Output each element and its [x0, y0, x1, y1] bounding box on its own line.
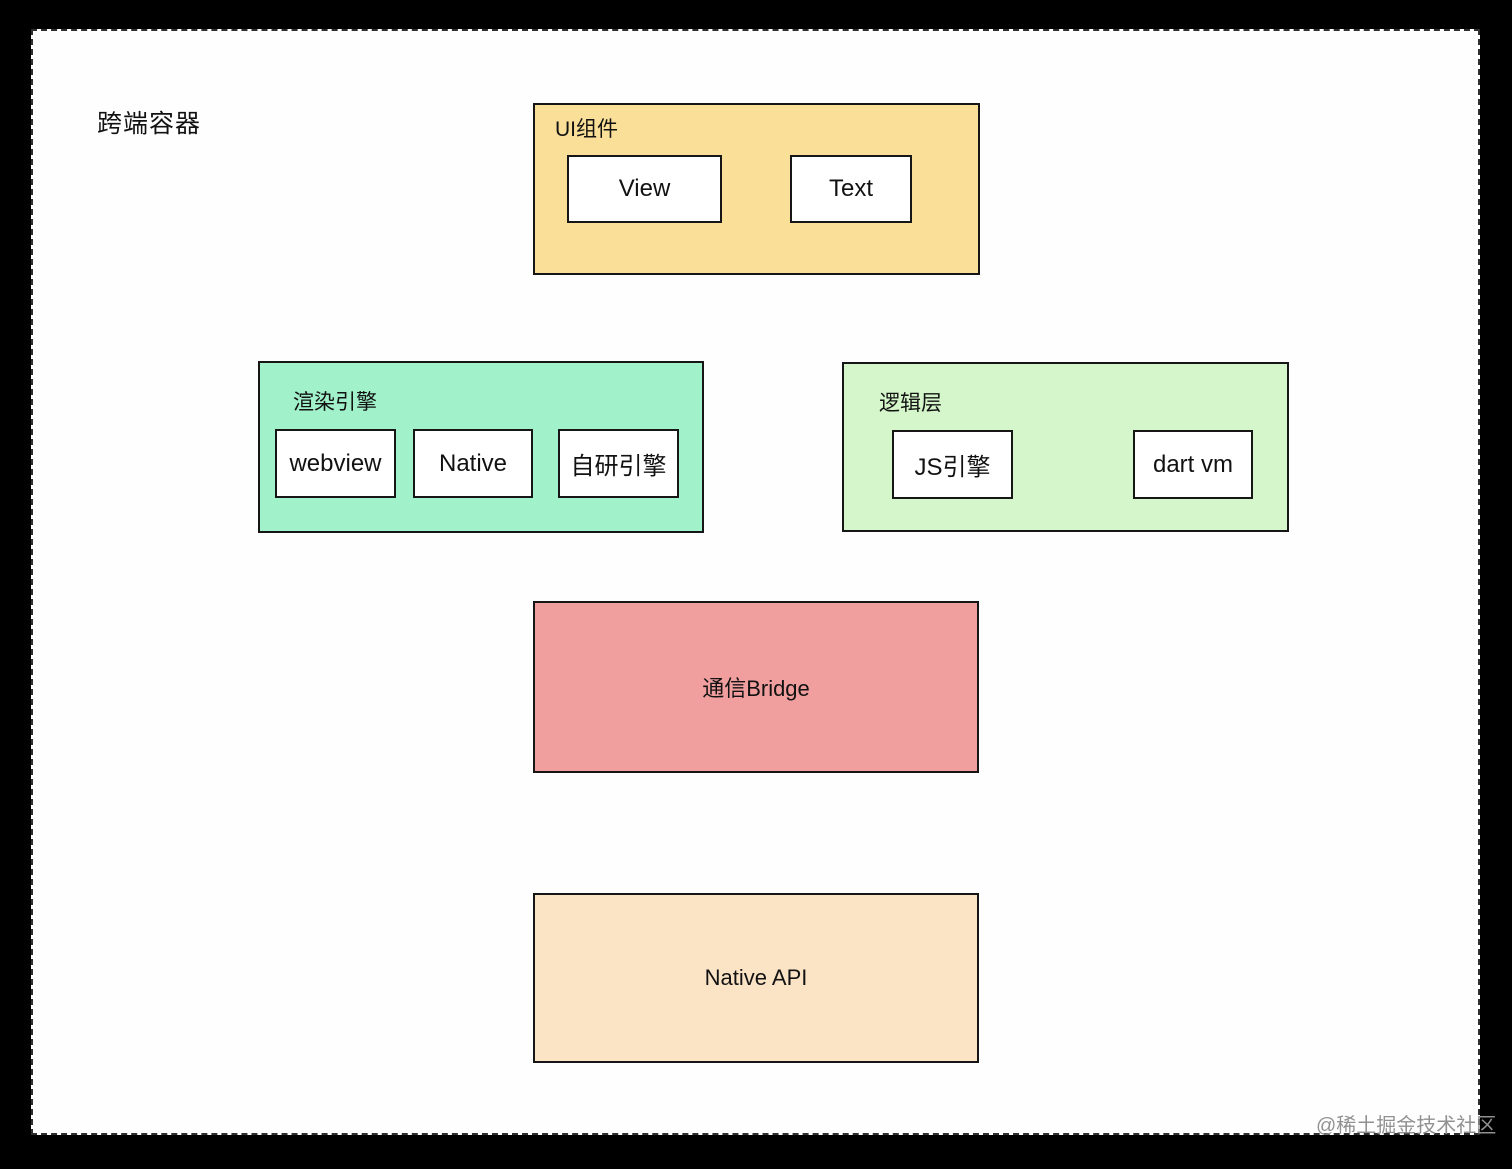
node-dart-vm: dart vm — [1133, 430, 1253, 499]
node-js-engine-label: JS引擎 — [914, 454, 991, 481]
node-self-engine-label: 自研引擎 — [570, 453, 667, 480]
node-js-engine: JS引擎 — [892, 430, 1013, 499]
native-api-block: Native API — [533, 893, 979, 1063]
node-text-label: Text — [828, 175, 873, 202]
ui-group-label: UI组件 — [555, 118, 618, 141]
node-native: Native — [413, 429, 533, 498]
render-group-label: 渲染引擎 — [293, 391, 377, 414]
logic-group-label: 逻辑层 — [879, 392, 942, 415]
node-webview: webview — [275, 429, 396, 498]
node-dart-vm-label: dart vm — [1152, 450, 1233, 478]
node-text: Text — [790, 155, 912, 223]
ui-components-group: UI组件 View Text — [533, 103, 980, 275]
watermark: @稀土掘金技术社区 — [1316, 1115, 1497, 1137]
render-engine-group: 渲染引擎 webview Native 自研引擎 — [258, 361, 704, 533]
node-webview-label: webview — [289, 449, 382, 477]
bridge-block: 通信Bridge — [533, 601, 979, 773]
diagram-paper: 跨端容器 UI组件 View Text 渲染引擎 webview Native … — [31, 29, 1480, 1135]
page-title: 跨端容器 — [97, 110, 202, 138]
node-native-label: Native — [438, 449, 508, 477]
node-view-label: View — [618, 175, 671, 202]
logic-layer-group: 逻辑层 JS引擎 dart vm — [842, 362, 1289, 532]
node-self-engine: 自研引擎 — [558, 429, 679, 498]
node-view: View — [567, 155, 722, 223]
bridge-block-label: 通信Bridge — [702, 676, 810, 701]
native-api-block-label: Native API — [704, 965, 808, 990]
